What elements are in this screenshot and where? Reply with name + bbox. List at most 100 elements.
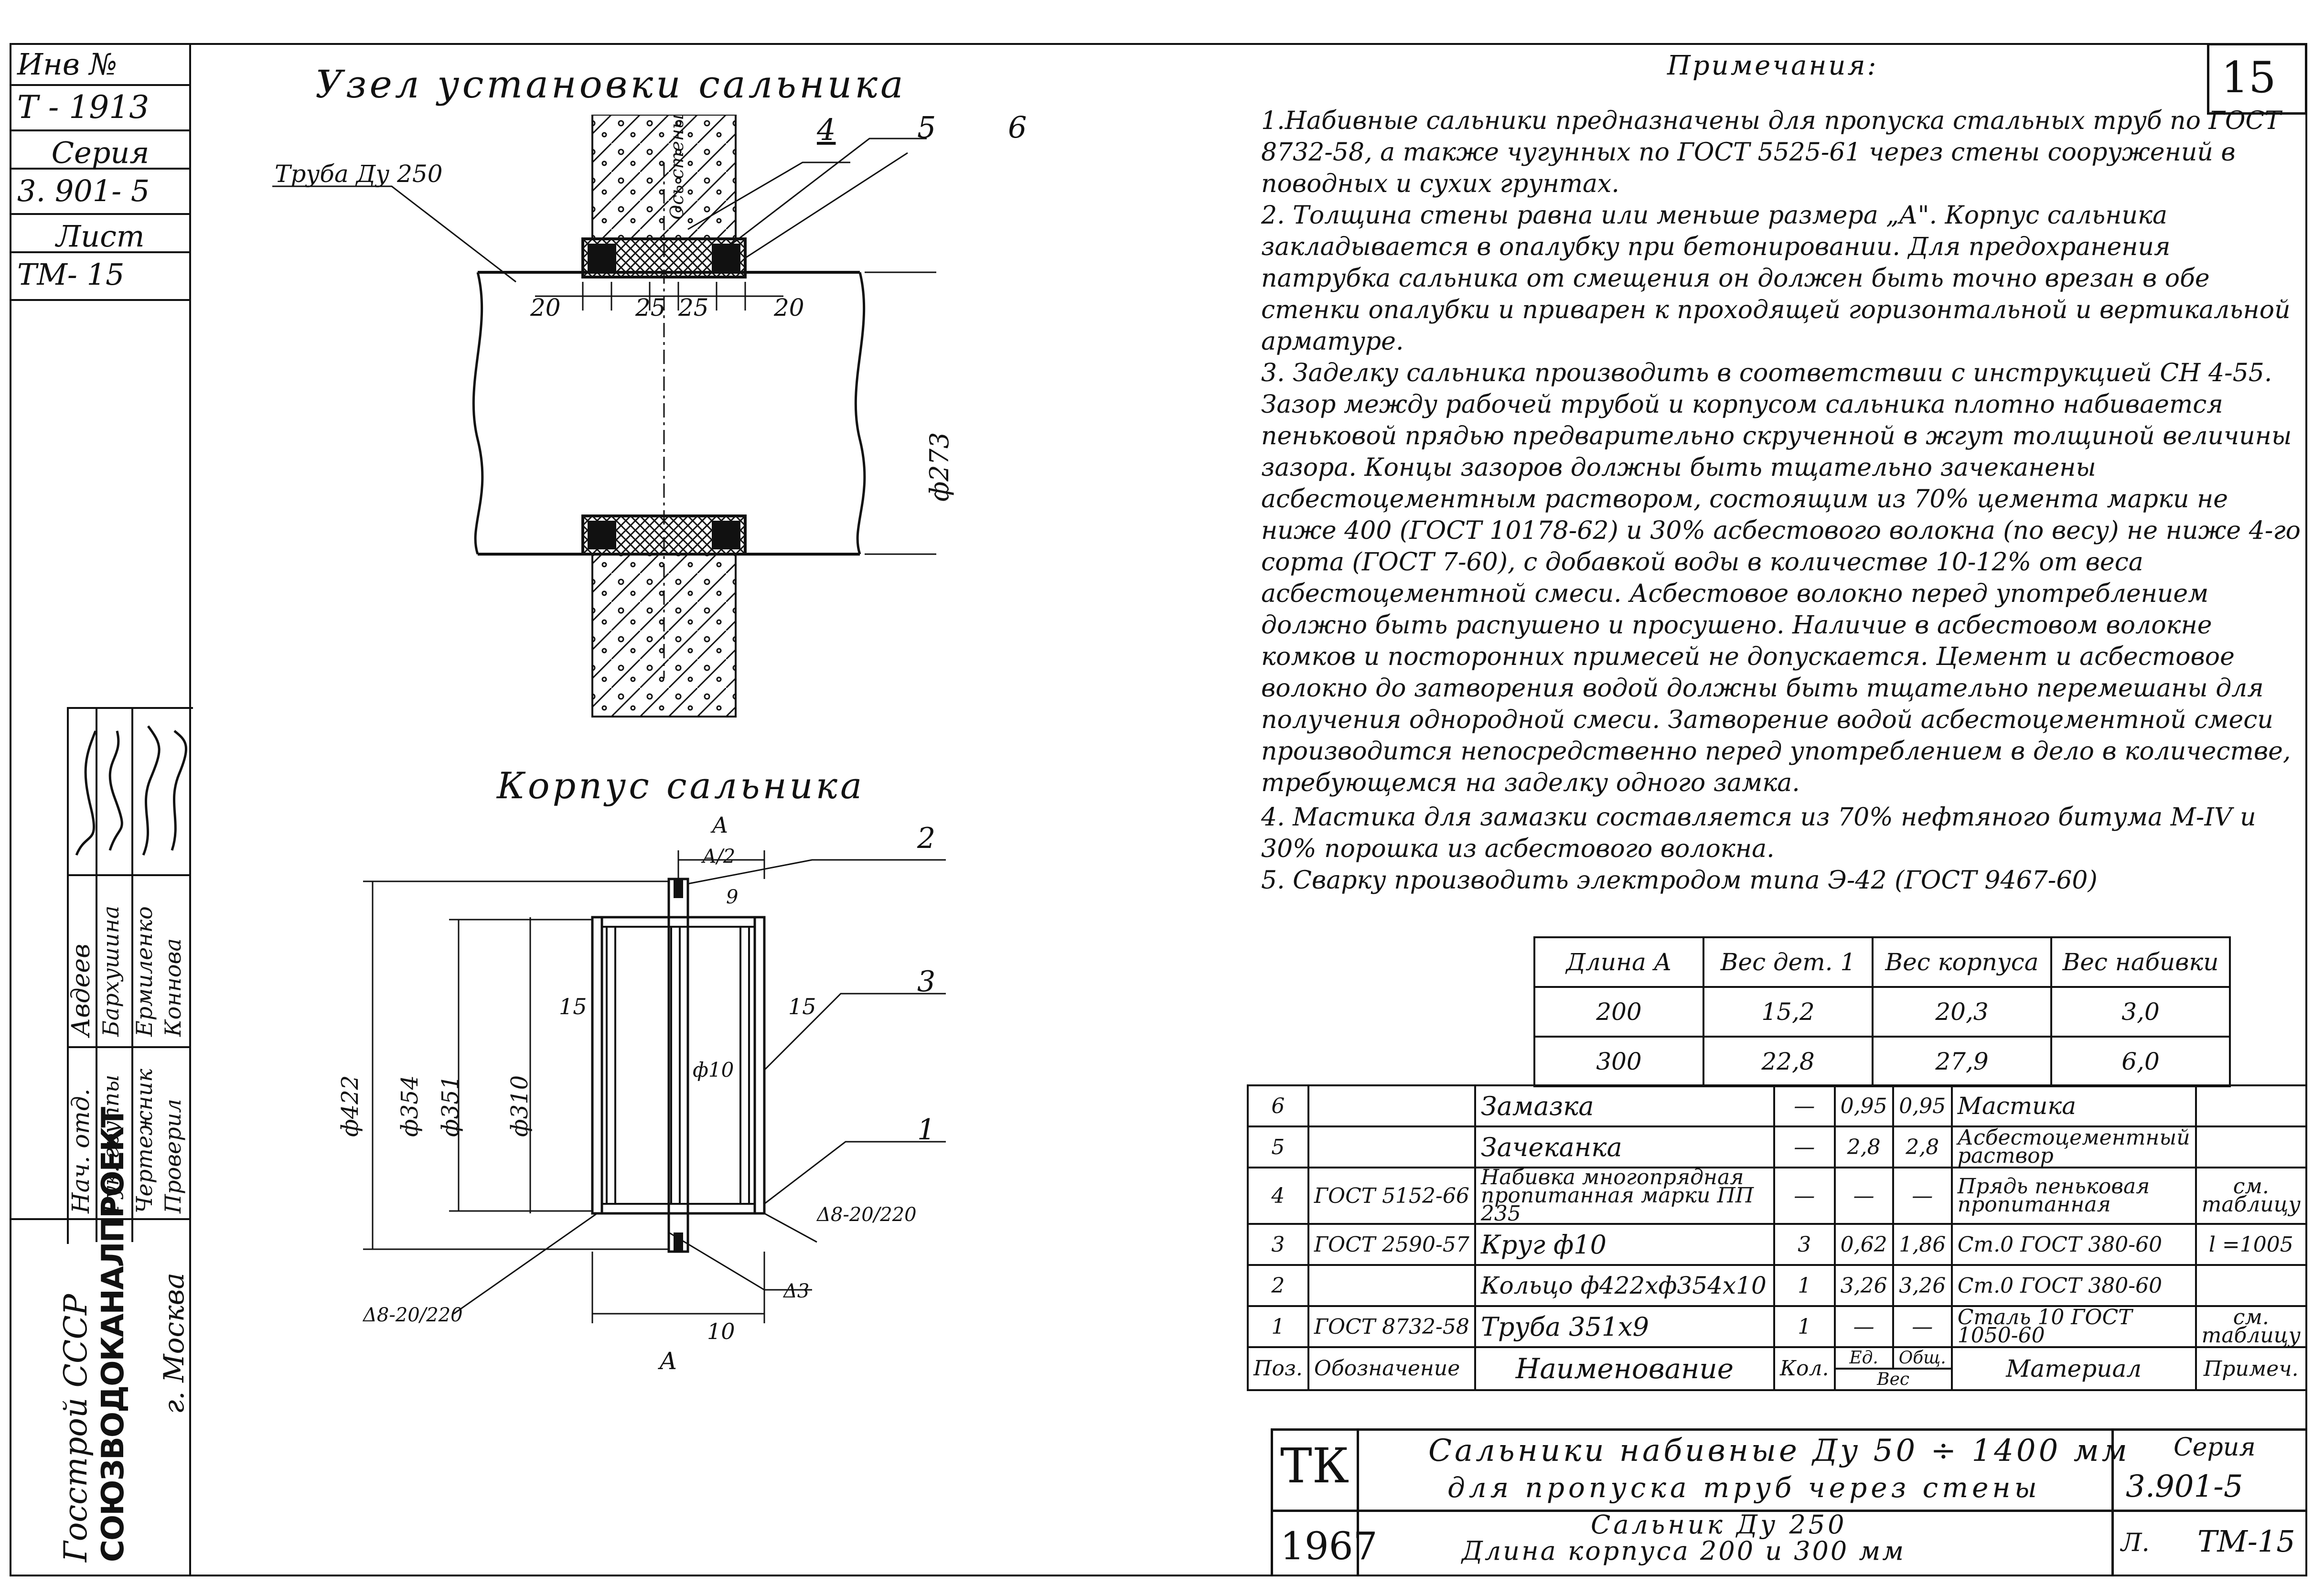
spec-weight-total: —: [1892, 1305, 1953, 1348]
top-drawing: [272, 115, 936, 718]
title-sheet-value: ТМ-15: [2197, 1524, 2295, 1559]
spec-weight-total: 2,8: [1892, 1125, 1953, 1168]
spec-header-row: Поз. Обозначение Наименование Кол. Ед. О…: [1247, 1346, 2308, 1391]
table-row: 3 ГОСТ 2590-57 Круг ф10 3 0,62 1,86 Ст.0…: [1247, 1223, 2308, 1266]
title-series-value: 3.901-5: [2126, 1469, 2243, 1504]
table-row: 4 ГОСТ 5152-66 Набивка многопрядная проп…: [1247, 1167, 2308, 1225]
table-row: 2 Кольцо ф422хф354х10 1 3,26 3,26 Ст.0 Г…: [1247, 1264, 2308, 1307]
signatures-divider-3: [67, 874, 191, 876]
dim-20-left: 20: [530, 294, 561, 321]
dim-a-top: А: [712, 812, 728, 838]
dim-a-bottom: А: [659, 1347, 677, 1375]
spec-weight-total: —: [1892, 1167, 1953, 1225]
spec-weight-total: 3,26: [1892, 1264, 1953, 1307]
spec-header-note: Примеч.: [2195, 1346, 2308, 1391]
top-drawing-title: Узел установки сальника: [315, 62, 906, 107]
callout-3: 3: [917, 965, 936, 998]
table-row: 300 22,8 27,9 6,0: [1533, 1036, 2231, 1087]
callout-1: 1: [917, 1113, 936, 1147]
name-2: Бархушина: [98, 905, 124, 1037]
table-cell: 3,0: [2050, 986, 2231, 1038]
dim-25-right: 25: [678, 294, 709, 321]
spec-name: Замазка: [1474, 1084, 1775, 1127]
spec-weight-unit: —: [1833, 1167, 1894, 1225]
callout-6: 6: [1008, 110, 1027, 145]
dim-9: 9: [726, 886, 739, 908]
title-code: ТК: [1280, 1438, 1349, 1494]
stamp-sheet-label: Лист: [10, 215, 191, 254]
signature-scribbles: [75, 725, 187, 856]
spec-header-designation: Обозначение: [1307, 1346, 1476, 1391]
spec-weight-total: 0,95: [1892, 1084, 1953, 1127]
spec-pos: 6: [1247, 1084, 1309, 1127]
title-sheet-label: Л.: [2121, 1529, 2150, 1557]
spec-qty: 3: [1773, 1223, 1836, 1266]
org-city: г. Москва: [158, 1273, 190, 1414]
spec-note: l =1005: [2195, 1223, 2308, 1266]
spec-designation: ГОСТ 8732-58: [1307, 1305, 1476, 1348]
dim-20-right: 20: [774, 294, 804, 321]
spec-note: см. таблицу: [2195, 1305, 2308, 1348]
diameter-310: ф310: [506, 1075, 533, 1137]
title-line-2: для пропуска труб через стены: [1447, 1471, 2041, 1504]
spec-header-row-2: Вес: [1248, 1368, 2306, 1391]
spec-name: Кольцо ф422хф354х10: [1474, 1264, 1775, 1307]
spec-designation: ГОСТ 5152-66: [1307, 1167, 1476, 1225]
callout-5: 5: [917, 110, 936, 145]
spec-table: 6 Замазка — 0,95 0,95 Мастика 5 Зачеканк…: [1247, 1084, 2308, 1391]
signatures-block: [67, 707, 193, 1244]
diameter-354: ф354: [396, 1075, 423, 1137]
stamp-inv-value: Т - 1913: [10, 86, 191, 131]
table-cell: 20,3: [1872, 986, 2052, 1038]
spec-name: Набивка многопрядная пропитанная марки П…: [1474, 1167, 1775, 1225]
spec-name: Зачеканка: [1474, 1125, 1775, 1168]
spec-material: Прядь пеньковая пропитанная: [1950, 1167, 2197, 1225]
name-1: Авдеев: [67, 943, 96, 1037]
dim-25-left: 25: [635, 294, 666, 321]
spec-designation: [1307, 1125, 1476, 1168]
corner-mark: 15: [2221, 53, 2276, 103]
org-gosstroy: Госстрой СССР: [57, 1294, 94, 1562]
spec-weight-unit: 0,95: [1833, 1084, 1894, 1127]
weights-header-row: Длина А Вес дет. 1 Вес корпуса Вес набив…: [1533, 936, 2231, 988]
title-line-4: Длина корпуса 200 и 300 мм: [1462, 1536, 1906, 1566]
spec-header-material: Материал: [1950, 1346, 2197, 1391]
spec-weight-unit: 0,62: [1833, 1223, 1894, 1266]
weld-label-bottom: Δ3: [783, 1280, 810, 1302]
table-row: 200 15,2 20,3 3,0: [1533, 986, 2231, 1038]
spec-designation: [1307, 1084, 1476, 1127]
stamp-series-value: 3. 901- 5: [10, 170, 191, 215]
diameter-422: ф422: [337, 1075, 364, 1137]
note-5: 5. Сварку производить электродом типа Э-…: [1261, 866, 2098, 895]
table-cell: 200: [1533, 986, 1704, 1038]
weights-header: Вес набивки: [2050, 936, 2231, 988]
dim-15-left: 15: [559, 994, 587, 1019]
callout-2: 2: [917, 822, 936, 855]
note-2: 2. Толщина стены равна или меньше размер…: [1261, 201, 2291, 356]
spec-name: Труба 351х9: [1474, 1305, 1775, 1348]
table-cell: 22,8: [1703, 1036, 1874, 1087]
role-4: Проверил: [160, 1099, 186, 1213]
pipe-label: Труба Ду 250: [275, 160, 443, 188]
table-cell: 15,2: [1703, 986, 1874, 1038]
spec-qty: 1: [1773, 1264, 1836, 1307]
weights-header: Длина А: [1533, 936, 1704, 988]
spec-pos: 4: [1247, 1167, 1309, 1225]
spec-note: [2195, 1084, 2308, 1127]
dim-a-half: А/2: [702, 846, 736, 868]
signatures-divider-2: [131, 707, 133, 1242]
table-cell: 6,0: [2050, 1036, 2231, 1087]
spec-qty: 1: [1773, 1305, 1836, 1348]
notes-list: 1.Набивные сальники предназначены для пр…: [1261, 105, 2303, 896]
wall-axis-label: Ось стены: [666, 114, 687, 220]
bottom-drawing-title: Корпус сальника: [497, 764, 865, 807]
bottom-drawing: [363, 850, 946, 1323]
spec-header-qty: Кол.: [1773, 1346, 1836, 1391]
signatures-divider-4: [67, 1046, 191, 1048]
title-block-divider-v2: [2111, 1428, 2114, 1576]
table-cell: 27,9: [1872, 1036, 2052, 1087]
title-block-divider-h: [1271, 1510, 2307, 1512]
spec-header-weight-unit: Ед.: [1833, 1346, 1894, 1370]
weld-label-left: Δ8-20/220: [363, 1304, 463, 1326]
spec-designation: ГОСТ 2590-57: [1307, 1223, 1476, 1266]
